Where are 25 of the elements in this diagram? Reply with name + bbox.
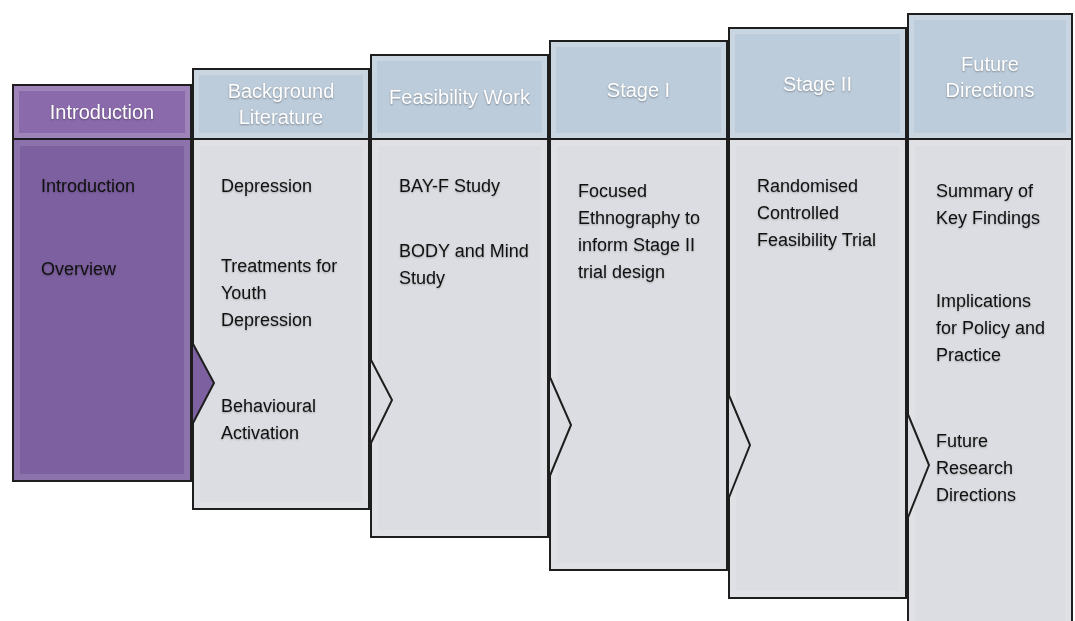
column-panel [907, 140, 1073, 621]
topic-text: Focused Ethnography to inform Stage II trial design [578, 180, 702, 284]
column-header: Feasibility Work [370, 54, 549, 140]
topic-text: Treatments for Youth Depression [221, 255, 339, 332]
topic-text: BAY-F Study [399, 175, 502, 198]
topic-text: Implications for Policy and Practice [936, 290, 1047, 367]
column-header: Introduction [12, 84, 192, 140]
chevron-arrow [548, 374, 573, 479]
topic-text: Introduction [41, 175, 137, 198]
topic-text: Future Research Directions [936, 430, 1018, 507]
topic-text: Behavioural Activation [221, 395, 318, 445]
topic-text: Depression [221, 175, 314, 198]
topic-text: Summary of Key Findings [936, 180, 1042, 230]
chevron-arrow [369, 357, 394, 446]
column-header: Stage I [549, 40, 728, 140]
chevron-arrow [906, 411, 931, 521]
column-header: Future Directions [907, 13, 1073, 140]
chevron-arrow [727, 392, 752, 501]
topic-text: BODY and Mind Study [399, 240, 530, 290]
topic-text: Randomised Controlled Feasibility Trial [757, 175, 878, 252]
column-header: Stage II [728, 27, 907, 140]
column-panel [12, 140, 192, 482]
chevron-arrow [191, 341, 216, 426]
topic-text: Overview [41, 258, 117, 281]
column-header: Background Literature [192, 68, 370, 140]
